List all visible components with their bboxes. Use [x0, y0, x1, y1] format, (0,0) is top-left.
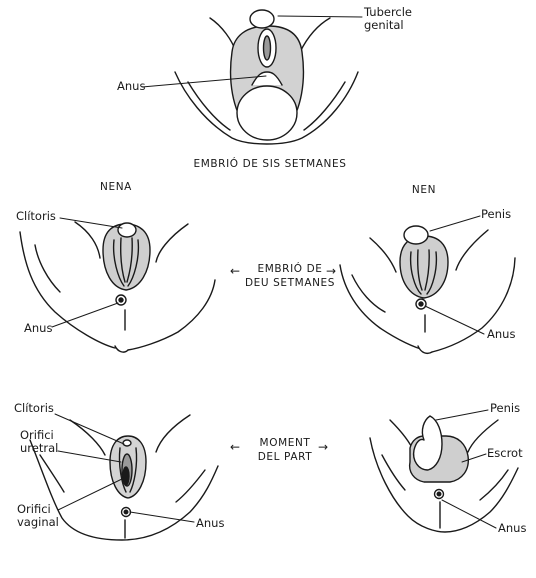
anus-label-top: Anus: [117, 79, 146, 93]
clitoris-label-birth: Clítoris: [14, 401, 54, 415]
leader-clitoris-birth: [54, 413, 125, 445]
leader-anus-boy-mid: [424, 305, 485, 335]
leader-penis-birth: [435, 409, 489, 421]
anus-label-boy-mid: Anus: [487, 327, 516, 341]
boy-heading: NEN: [411, 184, 437, 196]
leader-anus-girl-birth: [129, 511, 195, 523]
leader-tubercle: [277, 15, 363, 18]
clitoris-label-mid: Clítoris: [16, 209, 56, 223]
six-week-caption: EMBRIÓ DE SIS SETMANES: [193, 158, 347, 170]
leader-anus-girl-mid: [51, 302, 119, 328]
arrow-left-mid: ←: [230, 264, 241, 278]
girl-heading: NENA: [100, 181, 132, 193]
urethral-orifice-label: Orifici uretral: [20, 428, 59, 455]
arrow-right-birth: →: [318, 440, 329, 454]
ten-week-caption: EMBRIÓ DE DEU SETMANES: [245, 263, 336, 289]
six-week-embryo-illustration: [174, 9, 359, 145]
penis-label-mid: Penis: [481, 207, 512, 221]
scrotum-label: Escrot: [487, 446, 523, 460]
girl-at-birth-illustration: [29, 414, 219, 541]
leader-scrotum: [461, 453, 487, 463]
arrow-right-mid: →: [326, 264, 337, 278]
leader-penis-mid: [429, 215, 481, 232]
leader-vaginal: [57, 477, 125, 511]
arrow-left-birth: ←: [230, 440, 241, 454]
boy-at-birth-illustration: [369, 415, 519, 533]
girl-ten-weeks-illustration: [19, 221, 216, 353]
leader-clitoris-mid: [59, 217, 123, 229]
leader-urethral: [57, 450, 122, 463]
boy-ten-weeks-illustration: [339, 225, 516, 355]
leader-anus-top: [141, 75, 267, 88]
leader-anus-boy-birth: [441, 499, 497, 529]
vaginal-orifice-label: Orifici vaginal: [17, 502, 59, 529]
anus-label-girl-birth: Anus: [196, 516, 225, 530]
penis-label-birth: Penis: [490, 401, 521, 415]
tubercle-genital-label: Tubercle genital: [364, 5, 413, 32]
anus-label-boy-birth: Anus: [498, 521, 527, 535]
birth-caption: MOMENT DEL PART: [257, 437, 313, 463]
anus-label-girl-mid: Anus: [24, 321, 53, 335]
